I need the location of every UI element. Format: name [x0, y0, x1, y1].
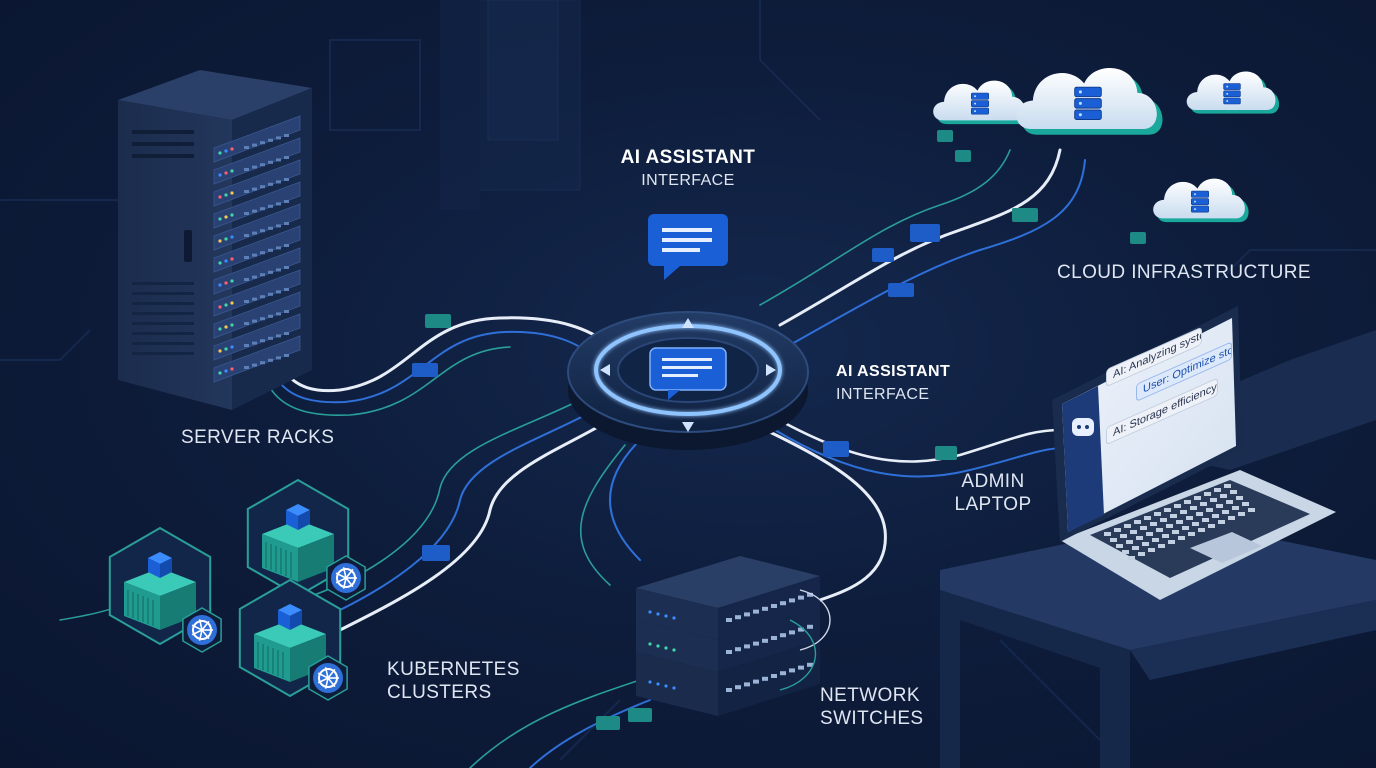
rack-unit [213, 269, 301, 317]
label-network-switches: NETWORK SWITCHES [820, 684, 923, 730]
link-switch-bottom [469, 679, 641, 768]
cloud-server-icon [1016, 67, 1163, 135]
admin-desk [940, 330, 1376, 768]
network-switch-icon [636, 556, 831, 716]
link-hub-switch-white [753, 423, 887, 602]
kubernetes-icon [308, 655, 348, 701]
cloud-infrastructure [933, 67, 1280, 223]
link-hub-switch-teal [579, 444, 626, 586]
rack-door [132, 282, 194, 355]
kubernetes-node [108, 526, 222, 653]
label-admin-laptop-line2: LAPTOP [954, 494, 1032, 515]
rack-unit [213, 159, 301, 207]
label-admin-laptop-line1: ADMIN [961, 471, 1025, 492]
label-admin-laptop: ADMIN LAPTOP [940, 470, 1046, 516]
data-packets [412, 130, 1146, 730]
label-ai-assistant-top-subtitle: INTERFACE [641, 172, 735, 189]
link-hub-k8s-blue [339, 409, 596, 611]
link-hub-cloud-white [778, 148, 1062, 327]
label-ai-assistant-side: AI ASSISTANT INTERFACE [836, 360, 950, 406]
link-server-hub-white [268, 298, 612, 393]
link-switch-bottom-2 [529, 699, 651, 768]
rack-unit [213, 181, 301, 229]
robot-avatar-icon [1072, 418, 1094, 436]
cloud-server-icon [1153, 178, 1249, 223]
link-hub-k8s-white [338, 418, 612, 632]
rack-unit [213, 115, 301, 163]
container-icon [254, 604, 326, 682]
switch-panel [648, 662, 813, 692]
label-ai-assistant-top-title: AI ASSISTANT [620, 147, 756, 168]
label-kubernetes-clusters: KUBERNETES CLUSTERS [387, 658, 520, 704]
hub-chat-icon [649, 347, 727, 400]
kubernetes-node [246, 478, 366, 601]
server-rack-icon [118, 70, 312, 410]
rack-unit [213, 137, 301, 185]
kubernetes-icon [326, 555, 366, 601]
link-hub-laptop-blue [774, 429, 1066, 478]
rack-unit [213, 291, 301, 339]
rack-unit [213, 313, 301, 361]
cloud-server-icon [1186, 71, 1280, 114]
cloud-server-icon [933, 80, 1029, 125]
rack-unit [213, 225, 301, 273]
container-icon [262, 504, 334, 582]
label-ai-assistant-top: AI ASSISTANT INTERFACE [598, 146, 778, 192]
rack-unit [213, 203, 301, 251]
label-network-line2: SWITCHES [820, 708, 924, 729]
link-hub-cloud-teal [759, 149, 1011, 306]
link-hub-switch-blue [609, 439, 641, 561]
rack-unit [213, 247, 301, 295]
label-ai-assistant-side-title: AI ASSISTANT [836, 363, 951, 380]
link-hub-cloud-blue [789, 159, 1086, 346]
label-kubernetes-line1: KUBERNETES [387, 659, 520, 680]
switch-panel [648, 592, 813, 622]
label-network-line1: NETWORK [820, 685, 920, 706]
chat-icon [648, 214, 728, 280]
kubernetes-node [238, 578, 348, 701]
rack-unit [213, 335, 301, 383]
switch-panel [648, 624, 813, 654]
kubernetes-clusters [108, 478, 366, 701]
label-server-racks: SERVER RACKS [181, 427, 335, 448]
label-ai-assistant-side-subtitle: INTERFACE [836, 386, 930, 403]
label-kubernetes-line2: CLUSTERS [387, 682, 492, 703]
label-cloud-infrastructure: CLOUD INFRASTRUCTURE [1057, 262, 1311, 283]
kubernetes-icon [182, 607, 222, 653]
